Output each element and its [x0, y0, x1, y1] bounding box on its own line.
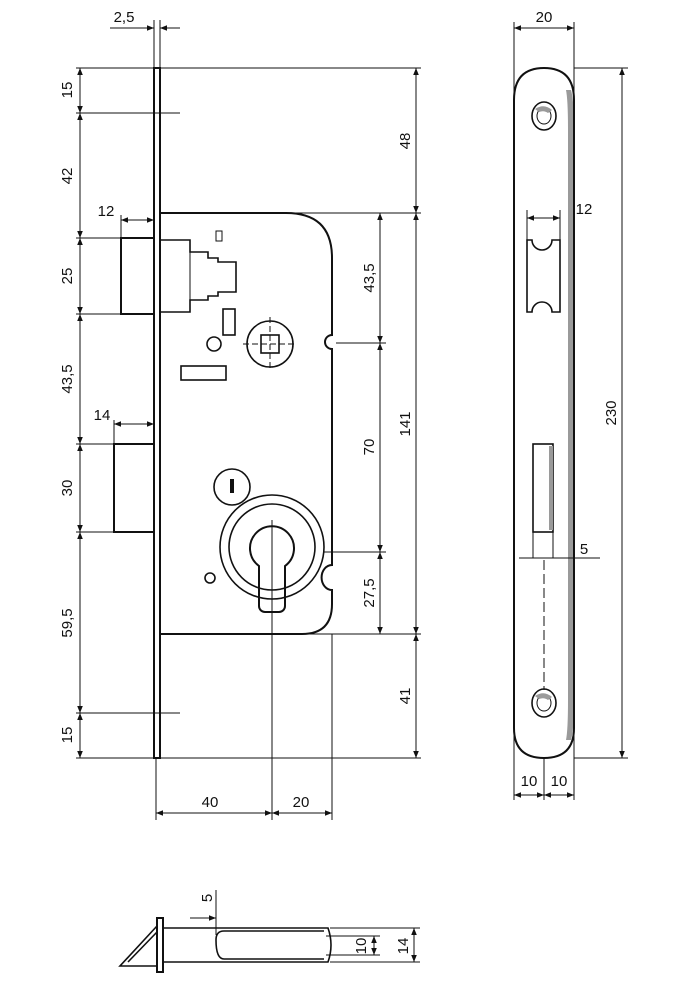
spring-slot	[180, 365, 227, 381]
lock-case-outline	[160, 212, 333, 635]
strike-plate-drawing: 20 12 230 5 10 10	[513, 9, 628, 800]
latch-detail-drawing: 5 10 14	[118, 890, 420, 973]
dim-right-48: 48	[397, 133, 414, 150]
strike-latch-opening	[526, 239, 561, 313]
dim-left-15-top: 15	[59, 82, 76, 99]
dim-top-12: 12	[98, 203, 115, 220]
strike-plate-outline	[513, 66, 575, 760]
small-pin	[204, 572, 216, 584]
strike-screw-hole-bottom	[531, 688, 557, 718]
strike-dim-12: 12	[576, 201, 593, 218]
dim-left-30: 30	[59, 480, 76, 497]
strike-dim-5: 5	[580, 541, 588, 558]
latch-bolt	[120, 237, 155, 315]
latch-detail-faceplate	[156, 917, 164, 973]
latch-dim-10: 10	[353, 938, 370, 955]
dim-top-14: 14	[94, 407, 111, 424]
dim-bottom-40: 40	[202, 794, 219, 811]
latch-mechanism	[160, 239, 237, 313]
latch-dim-14: 14	[395, 938, 412, 955]
latch-detail-bevel	[118, 925, 158, 967]
dim-left-59-5: 59,5	[59, 608, 76, 637]
strike-dim-10-left: 10	[521, 773, 538, 790]
dim-right-70: 70	[361, 439, 378, 456]
dim-bottom-20: 20	[293, 794, 310, 811]
dim-right-43-5: 43,5	[361, 263, 378, 292]
strike-dim-20: 20	[536, 9, 553, 26]
dim-left-25: 25	[59, 268, 76, 285]
faceplate	[153, 67, 161, 759]
dim-left-42: 42	[59, 168, 76, 185]
cylinder-keyhole	[249, 525, 295, 613]
latch-detail-tail	[215, 930, 324, 960]
dead-bolt	[113, 443, 155, 533]
key-indicator	[213, 468, 251, 506]
dim-right-141: 141	[397, 411, 414, 436]
dim-right-41: 41	[397, 688, 414, 705]
latch-dim-5: 5	[199, 894, 216, 902]
dim-left-15-bottom: 15	[59, 727, 76, 744]
dim-top-2-5: 2,5	[114, 9, 135, 26]
strike-screw-hole-top	[531, 101, 557, 131]
latch-detail-shank	[163, 927, 332, 963]
lock-body-drawing: 15 42 25 43,5 30 59,5 15 48 43,5 70 141 …	[59, 9, 421, 820]
lever-slot	[222, 308, 236, 336]
dim-left-43-5: 43,5	[59, 364, 76, 393]
dim-right-27-5: 27,5	[361, 578, 378, 607]
latch-slot	[215, 230, 223, 242]
strike-dim-230: 230	[603, 400, 620, 425]
strike-dim-10-right: 10	[551, 773, 568, 790]
pin-hole	[206, 336, 222, 352]
